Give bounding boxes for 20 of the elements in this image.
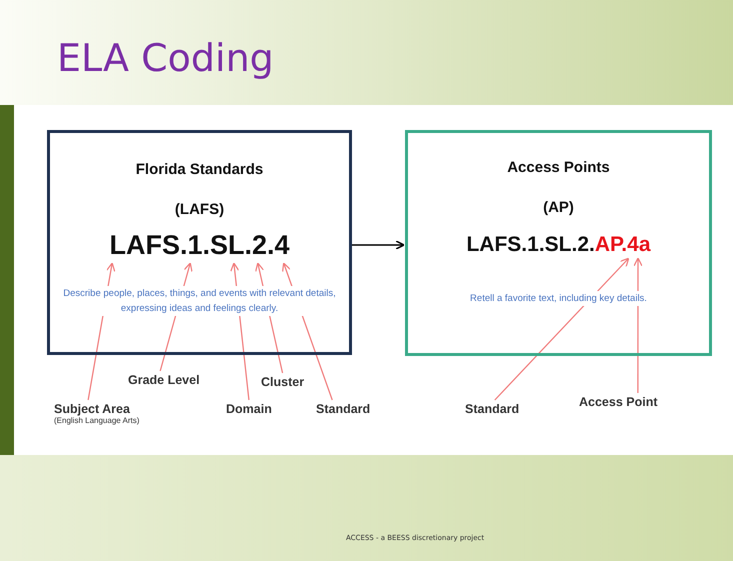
sub-label: (English Language Arts) <box>54 416 140 425</box>
callout-label: Cluster <box>261 375 304 389</box>
access-points-card <box>405 130 712 356</box>
subheading: (AP) <box>542 199 575 216</box>
standard-code: LAFS.1.SL.2.4 <box>109 230 290 261</box>
callout-label: Access Point <box>579 395 658 409</box>
standard-code: LAFS.1.SL.2.AP.4a <box>466 233 651 257</box>
callout-label: Domain <box>226 402 272 416</box>
callout-label: Standard <box>465 402 520 416</box>
arrow <box>352 240 405 250</box>
card-heading: Access Points <box>506 159 611 176</box>
card-heading: Florida Standards <box>134 161 264 178</box>
leader-line <box>633 257 643 393</box>
slide-title: ELA Coding <box>57 36 274 80</box>
callout-label: Subject Area <box>54 402 131 416</box>
subheading: (LAFS) <box>174 201 226 218</box>
leader-line <box>494 258 630 400</box>
callout-label: Standard <box>316 402 370 416</box>
standards-card <box>47 130 352 355</box>
callout-label: Grade Level <box>128 373 200 387</box>
